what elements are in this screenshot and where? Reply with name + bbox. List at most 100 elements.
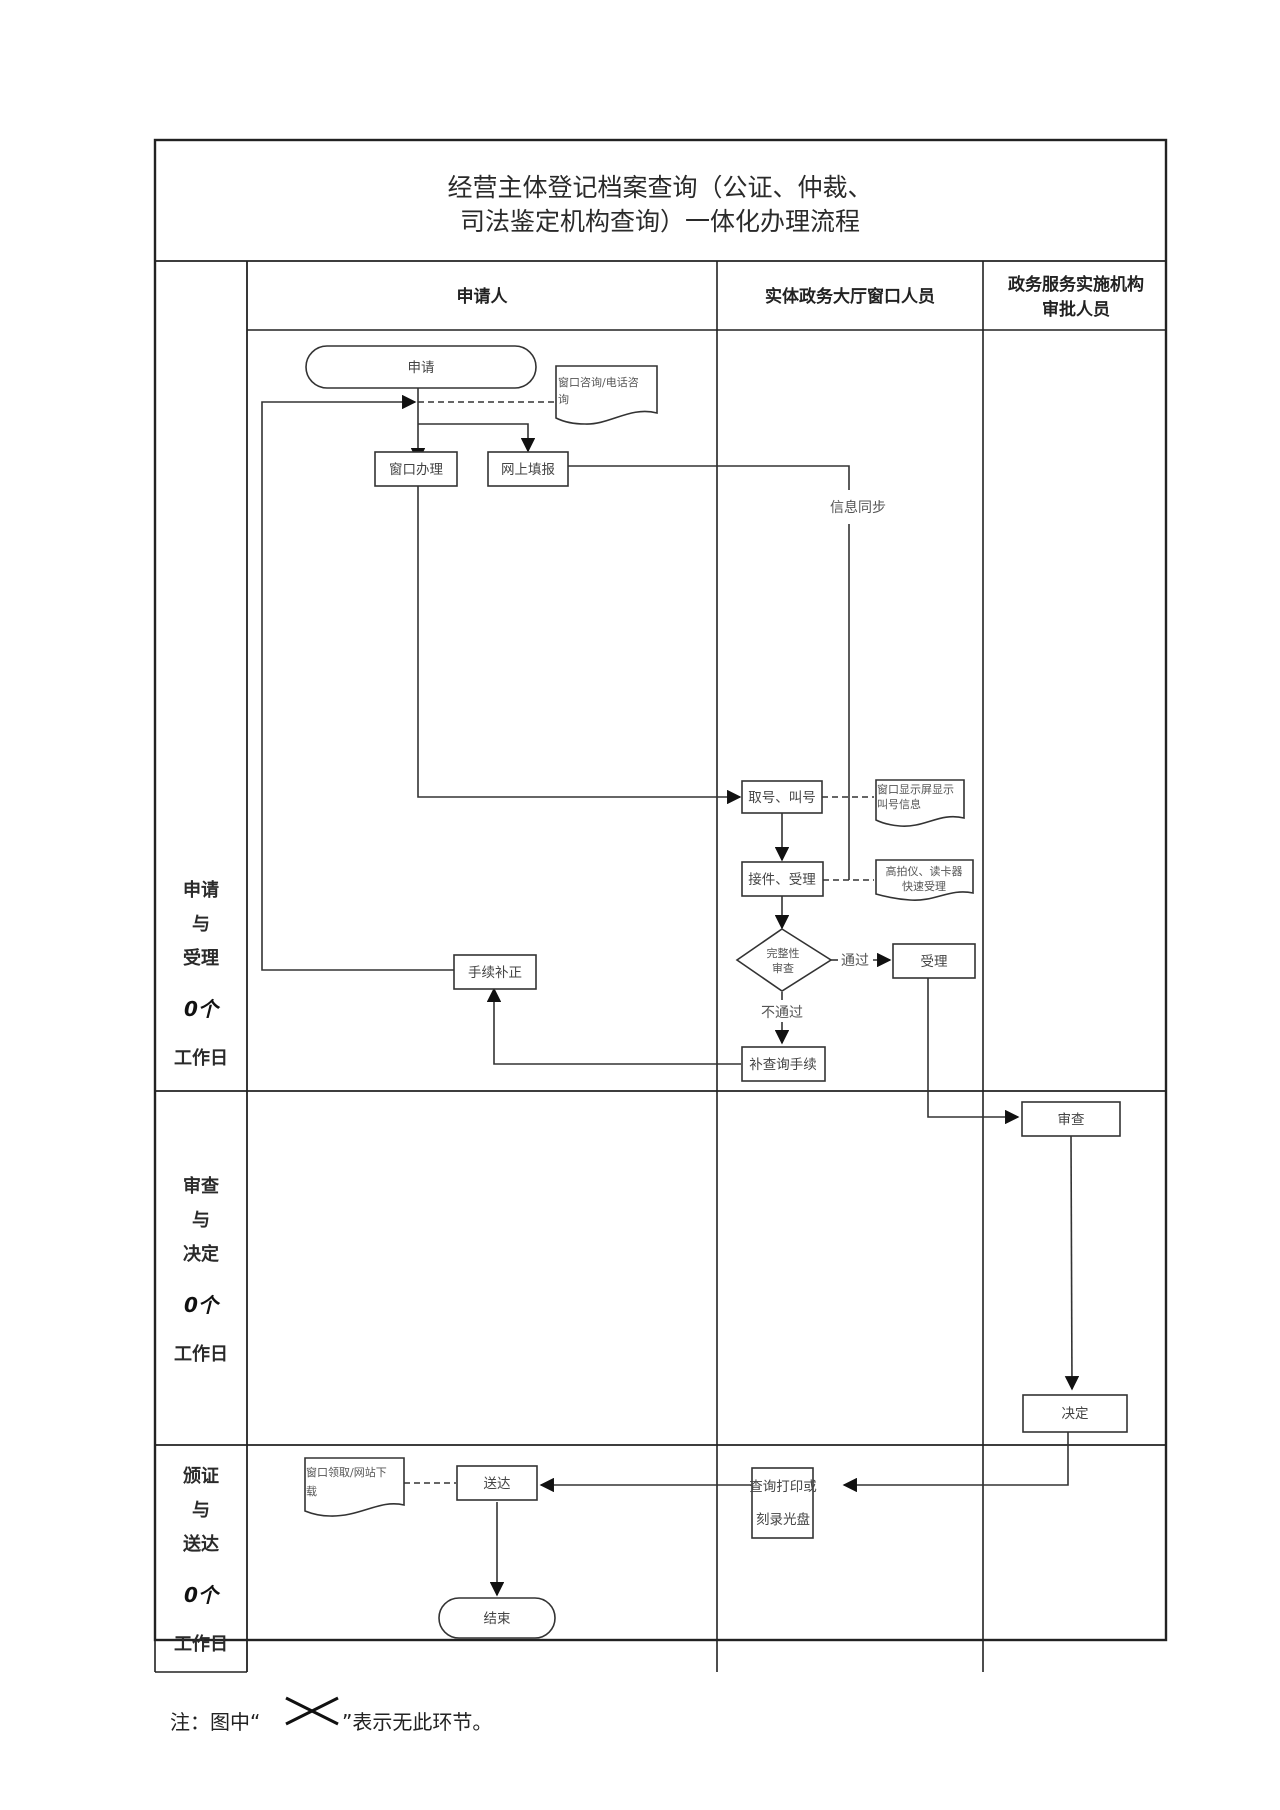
doc-display: 窗口显示屏显示 叫号信息 <box>875 779 965 827</box>
node-accept: 受理 <box>892 943 976 979</box>
phase-3-line-3: 送达 <box>182 1533 219 1555</box>
node-supplement-query-label: 补查询手续 <box>749 1057 817 1073</box>
terminator-shape <box>305 345 537 389</box>
node-receive: 接件、受理 <box>741 861 824 897</box>
page-title-line-2: 司法鉴定机构查询）一体化办理流程 <box>460 207 860 236</box>
node-take-number: 取号、叫号 <box>741 780 823 814</box>
phase-label-apply: 申请 与 受理 0个 工作日 <box>174 879 228 1069</box>
label-pass: 通过 <box>841 953 869 969</box>
process-shape <box>456 1465 538 1501</box>
doc-pickup-line-1: 窗口领取/网站下 <box>306 1465 387 1479</box>
process-shape <box>1022 1394 1128 1433</box>
node-correction: 手续补正 <box>453 954 537 990</box>
node-receive-label: 接件、受理 <box>748 871 816 888</box>
edge-decision-to-print <box>842 1432 1069 1493</box>
doc-consult-line-2: 询 <box>558 393 569 406</box>
node-online-fill: 网上填报 <box>487 451 569 487</box>
node-accept-label: 受理 <box>921 954 949 970</box>
footnote: 注：图中“ ”表示无此环节。 <box>170 1696 492 1734</box>
doc-display-line-1: 窗口显示屏显示 <box>877 782 954 796</box>
table-frame <box>153 138 1168 1673</box>
process-shape <box>741 861 824 897</box>
process-shape <box>741 780 823 814</box>
cross-icon <box>285 1696 339 1726</box>
label-info-sync: 信息同步 <box>830 499 886 516</box>
node-end-label: 结束 <box>484 1611 511 1627</box>
node-print-line-1: 查询打印或 <box>749 1478 817 1495</box>
document-shape <box>875 779 965 827</box>
node-correction-label: 手续补正 <box>468 965 522 981</box>
node-print-line-2: 刻录光盘 <box>756 1511 810 1528</box>
document-shape <box>555 365 658 425</box>
outer-border <box>153 138 1168 1642</box>
footnote-prefix: 注：图中“ <box>170 1710 260 1734</box>
process-shape <box>751 1467 814 1539</box>
phase-3-days: 0个 <box>184 1583 221 1607</box>
node-decision-label: 决定 <box>1062 1406 1089 1422</box>
process-shape <box>453 954 537 990</box>
lane-header-hall-staff: 实体政务大厅窗口人员 <box>765 286 935 307</box>
doc-consult-line-1: 窗口咨询/电话咨 <box>558 375 639 389</box>
edge-to-online-fill <box>418 423 536 453</box>
phase-1-line-1: 申请 <box>183 879 219 901</box>
label-fail: 不通过 <box>761 1005 803 1021</box>
node-supplement-query: 补查询手续 <box>741 1046 826 1082</box>
process-shape <box>374 451 458 487</box>
node-deliver-label: 送达 <box>484 1476 511 1492</box>
footnote-suffix: ”表示无此环节。 <box>342 1710 492 1734</box>
doc-pickup: 窗口领取/网站下 载 <box>304 1457 405 1517</box>
phase-label-review: 审查 与 决定 0个 工作日 <box>174 1175 228 1365</box>
process-shape <box>892 943 976 979</box>
process-shape <box>487 451 569 487</box>
phase-2-line-3: 决定 <box>183 1243 219 1265</box>
node-window-handle: 窗口办理 <box>374 451 458 487</box>
phase-1-line-2: 与 <box>192 914 210 935</box>
edge-accept-to-review <box>927 977 1020 1125</box>
document-shape <box>875 859 974 901</box>
node-check-line-1: 完整性 <box>767 946 800 960</box>
process-shape <box>741 1046 826 1082</box>
doc-display-line-2: 叫号信息 <box>877 797 921 811</box>
phase-3-line-1: 颁证 <box>183 1466 219 1487</box>
lane-header-approver-line-1: 政务服务实施机构 <box>1008 274 1144 295</box>
node-apply: 申请 <box>305 345 537 389</box>
edge-window-to-take-number <box>417 486 742 805</box>
node-review-label: 审查 <box>1058 1112 1086 1128</box>
node-completeness-check: 完整性 审查 <box>735 928 833 992</box>
connectors <box>261 388 1080 1597</box>
node-apply-label: 申请 <box>408 360 435 376</box>
node-end: 结束 <box>438 1597 556 1639</box>
phase-2-line-1: 审查 <box>183 1175 219 1197</box>
doc-scanner: 高拍仪、读卡器 快速受理 <box>875 859 974 901</box>
node-window-handle-label: 窗口办理 <box>389 461 443 478</box>
decision-shape <box>735 928 833 992</box>
node-take-number-label: 取号、叫号 <box>748 790 816 806</box>
lane-header-approver-line-2: 审批人员 <box>1042 299 1110 320</box>
phase-1-line-3: 受理 <box>183 947 219 969</box>
doc-scanner-line-2: 快速受理 <box>902 880 946 893</box>
document-shape <box>304 1457 405 1517</box>
node-review: 审查 <box>1021 1101 1121 1137</box>
phase-2-unit: 工作日 <box>174 1343 228 1365</box>
node-print: 查询打印或 刻录光盘 <box>749 1467 817 1539</box>
node-deliver: 送达 <box>456 1465 538 1501</box>
edge-correction-loop <box>261 394 455 971</box>
process-shape <box>1021 1101 1121 1137</box>
doc-consult: 窗口咨询/电话咨 询 <box>555 365 658 425</box>
edge-online-sync-top <box>567 465 850 490</box>
phase-3-unit: 工作日 <box>174 1633 228 1655</box>
doc-scanner-line-1: 高拍仪、读卡器 <box>886 864 963 878</box>
phase-1-days: 0个 <box>184 997 221 1021</box>
page-title-line-1: 经营主体登记档案查询（公证、仲裁、 <box>447 173 872 202</box>
phase-2-days: 0个 <box>184 1293 221 1317</box>
phase-label-delivery: 颁证 与 送达 0个 工作日 <box>174 1466 228 1655</box>
node-decision: 决定 <box>1022 1394 1128 1433</box>
edge-supplement-to-correction <box>486 987 741 1065</box>
edge-review-to-decision <box>1064 1134 1080 1391</box>
phase-2-line-2: 与 <box>192 1210 210 1231</box>
phase-3-line-2: 与 <box>192 1500 210 1521</box>
doc-pickup-line-2: 载 <box>306 1485 317 1498</box>
node-check-line-2: 审查 <box>772 961 794 975</box>
terminator-shape <box>438 1597 556 1639</box>
